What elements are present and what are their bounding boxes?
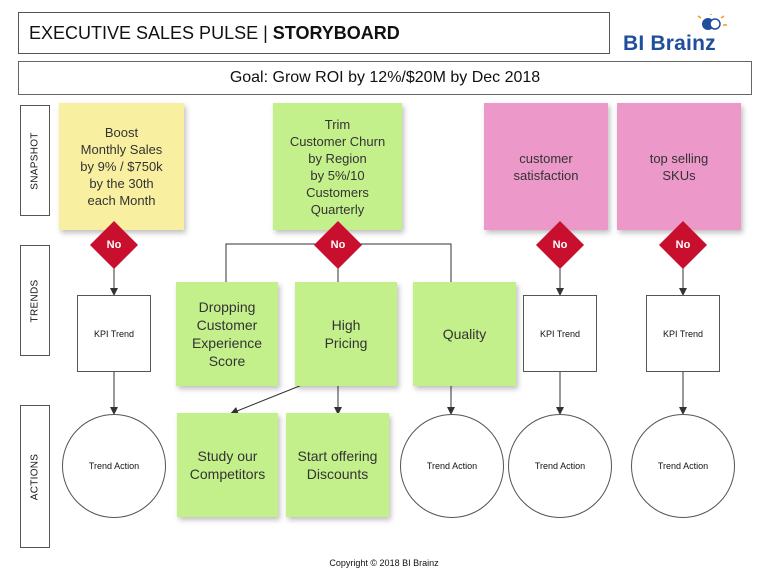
snapshot-note-trim-churn: Trim Customer Churn by Region by 5%/10 C… [273,103,402,230]
trend-action-circle-2: Trend Action [400,414,504,518]
decision-no-label-3: No [552,239,568,251]
action-note-study-competitors: Study our Competitors [177,413,278,517]
title-bold: STORYBOARD [272,23,400,43]
logo-text: BI Brainz [623,32,716,55]
trend-note-customer-experience: Dropping Customer Experience Score [176,282,278,386]
copyright-text: Copyright © 2018 BI Brainz [329,558,439,568]
trend-note-text: Quality [442,326,487,342]
kpi-trend-box-2: KPI Trend [523,295,597,372]
snapshot-note-boost-sales: Boost Monthly Sales by 9% / $750k by the… [59,103,184,230]
kpi-trend-box-1: KPI Trend [77,295,151,372]
row-label-snapshot: SNAPSHOT [20,105,50,216]
snapshot-note-text: Boost Monthly Sales by 9% / $750k by the… [80,125,163,208]
decision-no-label-4: No [675,239,691,251]
action-note-text: Start offering Discounts [297,448,378,482]
trend-note-text: Dropping Customer Experience Score [191,299,263,369]
decision-no-label-2: No [330,239,346,251]
row-label-actions: ACTIONS [20,405,50,548]
trend-action-circle-1: Trend Action [62,414,166,518]
storyboard-title: EXECUTIVE SALES PULSE | STORYBOARD [18,12,610,54]
trend-note-text: High Pricing [324,317,368,351]
trend-note-quality: Quality [413,282,516,386]
snapshot-note-text: top selling SKUs [649,150,709,183]
snapshot-note-customer-satisfaction: customer satisfaction [484,103,608,230]
trend-action-circle-4: Trend Action [631,414,735,518]
snapshot-note-text: customer satisfaction [513,150,579,183]
kpi-trend-box-3: KPI Trend [646,295,720,372]
logo-brain-icon [697,12,727,30]
trend-action-circle-3: Trend Action [508,414,612,518]
snapshot-note-top-selling-skus: top selling SKUs [617,103,741,230]
goal-banner: Goal: Grow ROI by 12%/$20M by Dec 2018 [18,61,752,95]
decision-no-label-1: No [106,239,122,251]
trend-note-high-pricing: High Pricing [295,282,397,386]
action-note-text: Study our Competitors [189,448,266,482]
bi-brainz-logo: BI Brainz [623,12,753,58]
action-note-start-discounts: Start offering Discounts [286,413,389,517]
snapshot-note-text: Trim Customer Churn by Region by 5%/10 C… [289,116,386,217]
row-label-trends: TRENDS [20,245,50,356]
title-prefix: EXECUTIVE SALES PULSE | [29,23,273,43]
